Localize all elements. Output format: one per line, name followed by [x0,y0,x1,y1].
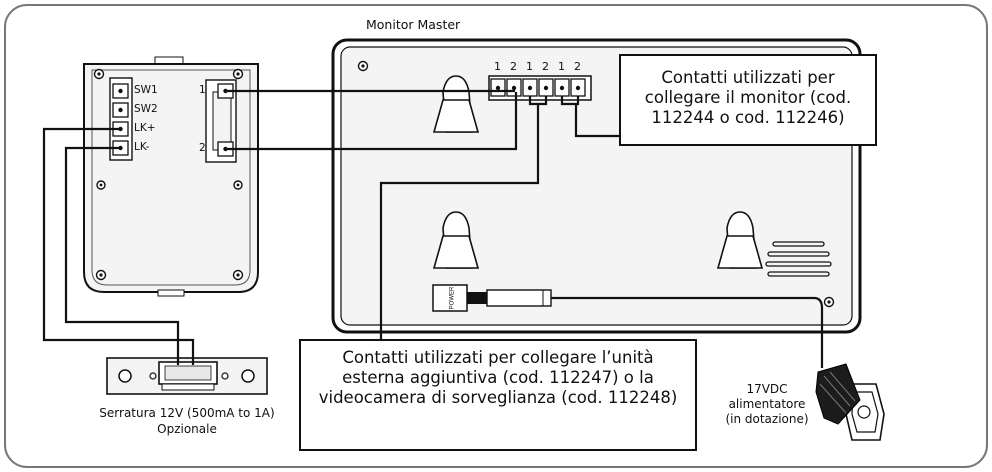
panel-terminal-sw2: SW2 [134,103,158,115]
monitor-terminal-number: 2 [510,60,517,73]
external-unit-contacts-callout: Contatti utilizzati per collegare l’unit… [299,339,697,451]
monitor-terminal-number: 1 [526,60,533,73]
monitor-title: Monitor Master [366,17,461,32]
adapter-caption-line1: 17VDC [746,382,788,396]
monitor-terminal-number: 2 [542,60,549,73]
adapter-caption-line3: (in dotazione) [725,412,809,426]
monitor-contacts-callout: Contatti utilizzati per collegare il mon… [619,54,877,146]
adapter-caption: 17VDC alimentatore (in dotazione) [712,382,822,427]
adapter-caption-line2: alimentatore [728,397,806,411]
panel-right-terminal-2: 2 [199,142,206,154]
panel-terminal-sw1: SW1 [134,84,158,96]
lock-caption-line1: Serratura 12V (500mA to 1A) [99,406,275,420]
outdoor-panel [83,56,259,297]
electric-lock [106,357,268,395]
power-plug-label: POWER [450,286,456,309]
power-adapter [815,363,885,441]
speaker-grille [765,241,832,277]
monitor-terminal-number: 1 [494,60,501,73]
panel-right-terminal-1: 1 [199,84,206,96]
monitor-terminal-number: 1 [558,60,565,73]
panel-terminal-lk-plus: LK+ [134,122,156,134]
diagram-frame [4,4,988,468]
monitor-terminal-number: 2 [574,60,581,73]
lock-caption: Serratura 12V (500mA to 1A) Opzionale [62,406,312,437]
panel-terminal-lk-minus: LK- [134,141,150,153]
lock-caption-line2: Opzionale [157,421,217,436]
wiring [42,88,824,368]
